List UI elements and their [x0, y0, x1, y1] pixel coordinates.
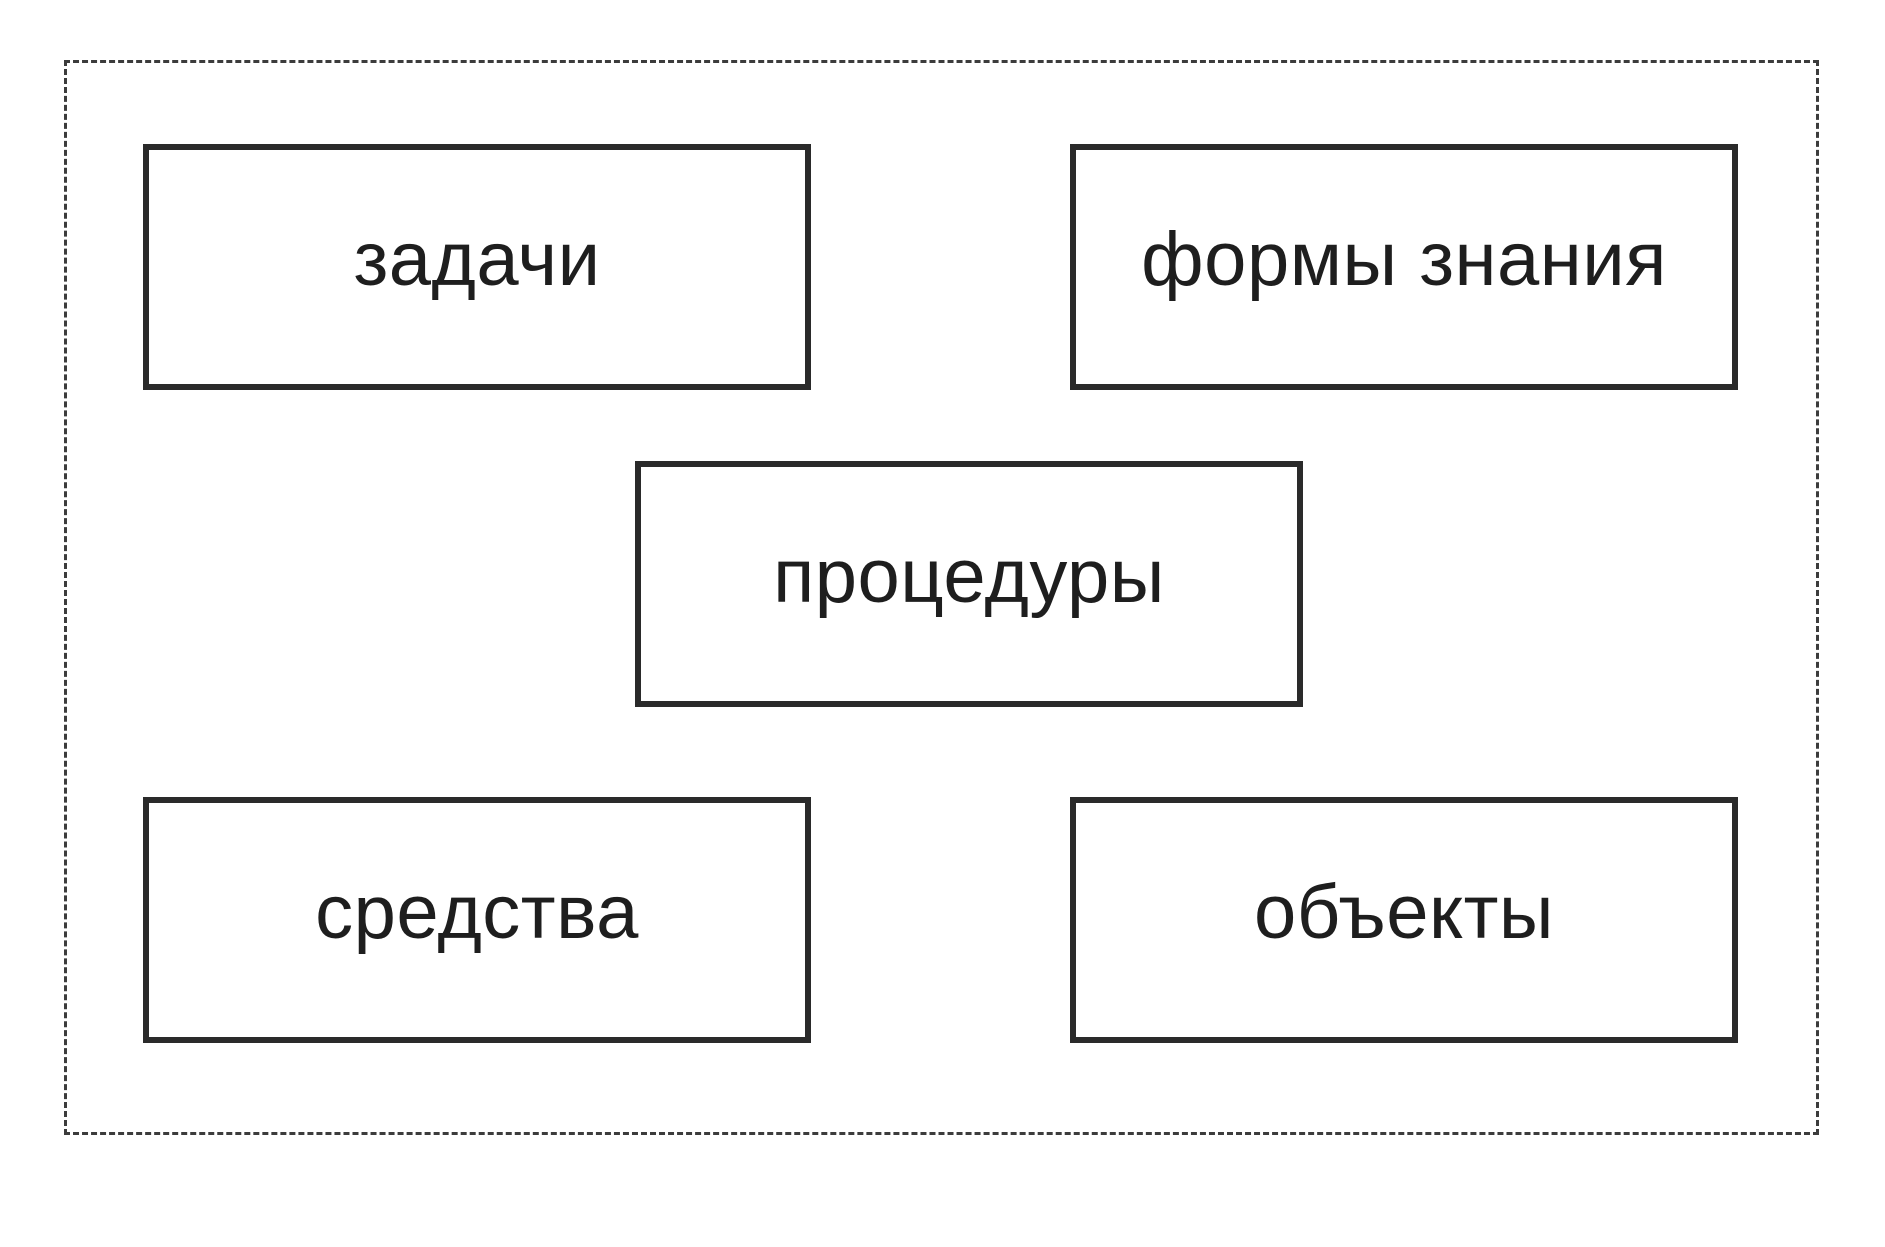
node-tasks: задачи — [143, 144, 811, 390]
node-objects-label: объекты — [1253, 870, 1555, 955]
node-objects: объекты — [1070, 797, 1738, 1043]
node-procedures: процедуры — [635, 461, 1303, 707]
dotted-frame — [64, 60, 1819, 1135]
node-tasks-label: задачи — [353, 217, 601, 302]
node-knowledge-forms-label: формы знания — [1141, 217, 1667, 302]
node-means-label: средства — [315, 870, 639, 955]
node-means: средства — [143, 797, 811, 1043]
node-procedures-label: процедуры — [773, 534, 1165, 619]
node-knowledge-forms: формы знания — [1070, 144, 1738, 390]
